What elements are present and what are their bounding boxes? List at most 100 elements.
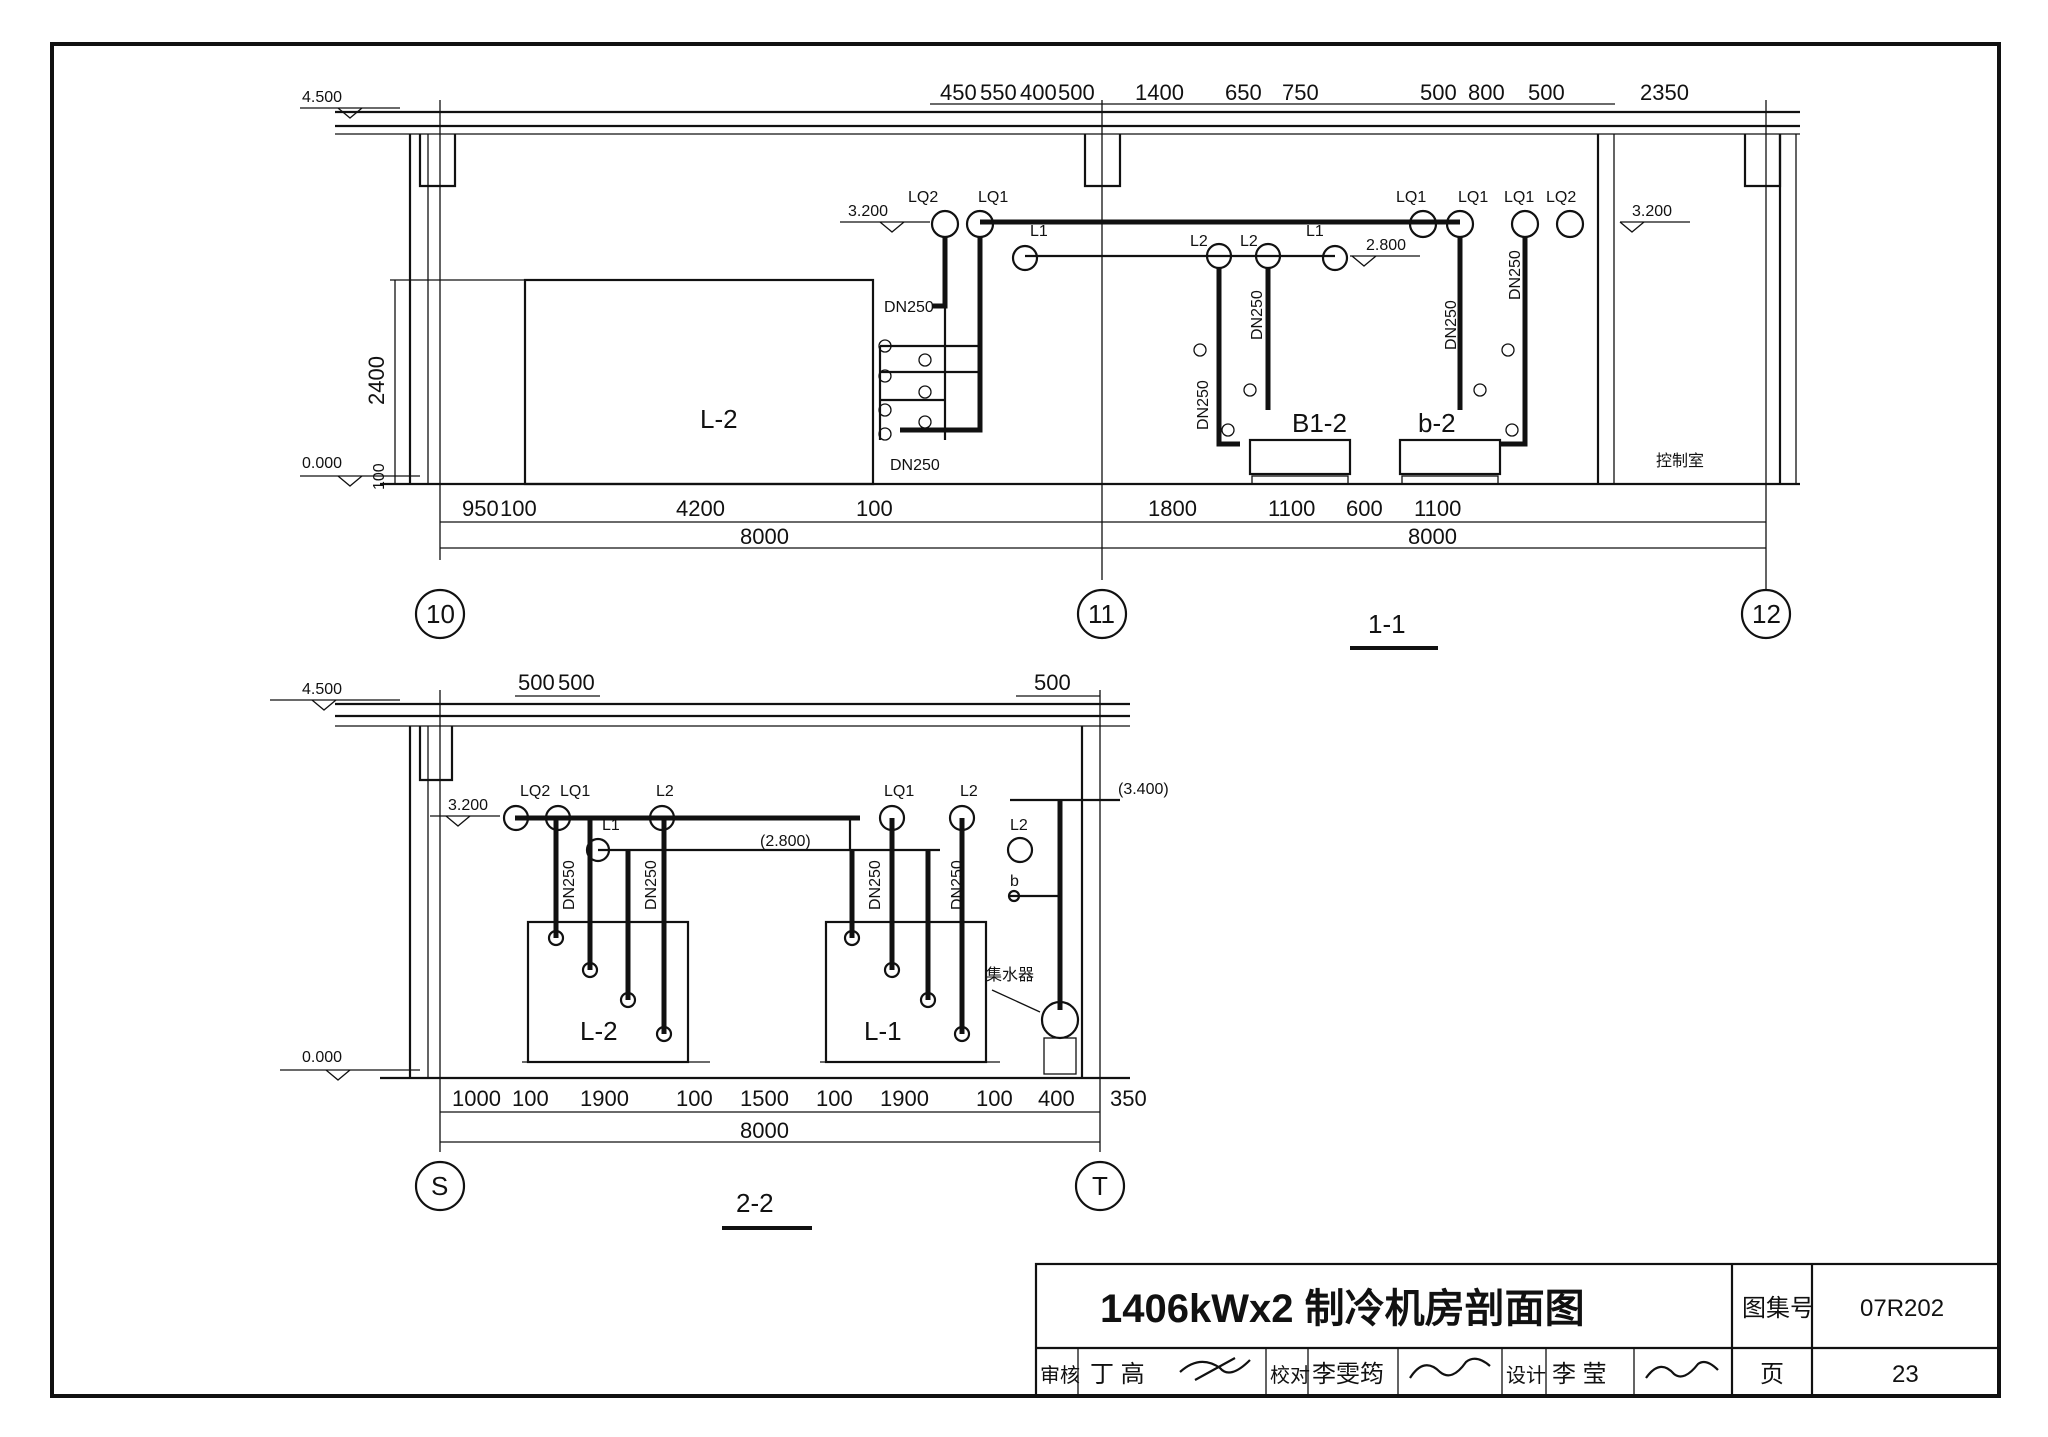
tag-l1-1: L1 bbox=[1030, 223, 1048, 240]
dim2-b-1900a: 1900 bbox=[580, 1086, 629, 1111]
dim2-b-400: 400 bbox=[1038, 1086, 1075, 1111]
section-2-2: 4.500 0.000 3.200 (2.800) (3.400) L-2 L-… bbox=[270, 670, 1169, 1230]
pipe-lq1b-icon bbox=[1408, 209, 1438, 239]
pipe-lq1-2-icon bbox=[544, 804, 572, 832]
checker: 李雯筠 bbox=[1312, 1361, 1384, 1388]
check-label: 校对 bbox=[1270, 1364, 1310, 1387]
tag2-lq1: LQ1 bbox=[560, 783, 590, 800]
dim-top-450: 450 bbox=[940, 80, 977, 105]
dn-2b: DN250 bbox=[643, 860, 660, 910]
dim-top-500: 500 bbox=[1058, 80, 1095, 105]
design-label: 设计 bbox=[1506, 1364, 1546, 1387]
dn-1c: DN250 bbox=[1195, 380, 1212, 430]
height-2400: 2400 bbox=[364, 356, 389, 405]
page-label: 页 bbox=[1760, 1361, 1784, 1388]
unit-label-1: L-2 bbox=[700, 404, 738, 434]
axis-10-bubble bbox=[414, 588, 466, 640]
tag2-lq2: LQ2 bbox=[520, 783, 550, 800]
axis-12: 12 bbox=[1752, 599, 1781, 629]
drain-b-icon bbox=[1007, 889, 1021, 903]
atlas-label: 图集号 bbox=[1742, 1295, 1814, 1322]
sheet-border bbox=[50, 42, 2001, 1398]
tag2-l1: L1 bbox=[602, 817, 620, 834]
pipe-lq1d-icon bbox=[1510, 209, 1540, 239]
unit-label-2-right: L-1 bbox=[864, 1016, 902, 1046]
dim2-top-500a: 500 bbox=[518, 670, 555, 695]
dim-top-400: 400 bbox=[1020, 80, 1057, 105]
dim-top-2350: 2350 bbox=[1640, 80, 1689, 105]
tag2-b: b bbox=[1010, 873, 1019, 890]
dim2-b-1900b: 1900 bbox=[880, 1086, 929, 1111]
dim-bl-100b: 100 bbox=[856, 496, 893, 521]
tag-lq2-2: LQ2 bbox=[1546, 189, 1576, 206]
dn-1b: DN250 bbox=[890, 457, 940, 474]
pipe-l2-2-icon bbox=[648, 804, 676, 832]
dn-2a: DN250 bbox=[561, 860, 578, 910]
pipe-l1b-icon bbox=[1321, 244, 1349, 272]
dim2-b-100c: 100 bbox=[816, 1086, 853, 1111]
tag-lq1-2: LQ1 bbox=[1396, 189, 1426, 206]
elev-floor-2: 0.000 bbox=[302, 1049, 342, 1066]
dn-2c: DN250 bbox=[867, 860, 884, 910]
dim-bl-950: 950 bbox=[462, 496, 499, 521]
collector-label: 集水器 bbox=[986, 966, 1034, 984]
pump-b-2 bbox=[1398, 438, 1502, 476]
atlas-no: 07R202 bbox=[1860, 1295, 1944, 1322]
axis-10: 10 bbox=[426, 599, 455, 629]
dim-total-left: 8000 bbox=[740, 524, 789, 549]
dim2-top-500b: 500 bbox=[558, 670, 595, 695]
unit-label-2-left: L-2 bbox=[580, 1016, 618, 1046]
dim-bl-4200: 4200 bbox=[676, 496, 725, 521]
page-no: 23 bbox=[1892, 1361, 1919, 1388]
dim-bl-100: 100 bbox=[500, 496, 537, 521]
dn-1d: DN250 bbox=[1249, 290, 1266, 340]
checker-signature bbox=[1409, 1357, 1491, 1379]
pipe-l2-2c-icon bbox=[1006, 836, 1034, 864]
tag-lq1-1: LQ1 bbox=[978, 189, 1008, 206]
reviewer-signature bbox=[1179, 1357, 1251, 1381]
dim-br-600: 600 bbox=[1346, 496, 1383, 521]
pipe-l2-2b-icon bbox=[948, 804, 976, 832]
pipe-lq2b-icon bbox=[1555, 209, 1585, 239]
height-100: 100 bbox=[371, 463, 388, 490]
axis-12-bubble bbox=[1740, 588, 1792, 640]
elev-mid-2: (2.800) bbox=[760, 833, 811, 850]
dim-top-500c: 500 bbox=[1528, 80, 1565, 105]
tag2-l2b: L2 bbox=[960, 783, 978, 800]
elev-pipe-left-1: 3.200 bbox=[848, 203, 888, 220]
section-name-2-2: 2-2 bbox=[736, 1188, 774, 1218]
pipe-l1-icon bbox=[1011, 244, 1039, 272]
axis-11: 11 bbox=[1088, 599, 1115, 629]
dim2-top-1000: 500 bbox=[1034, 670, 1071, 695]
elev-floor-1: 0.000 bbox=[302, 455, 342, 472]
dn-1e: DN250 bbox=[1443, 300, 1460, 350]
designer-signature bbox=[1645, 1360, 1719, 1379]
tag2-l2c: L2 bbox=[1010, 817, 1028, 834]
elev-pipe-mid-1: 2.800 bbox=[1366, 237, 1406, 254]
section-name-1-1: 1-1 bbox=[1368, 609, 1406, 639]
tag-lq1-3: LQ1 bbox=[1458, 189, 1488, 206]
tag-l2-1: L2 bbox=[1190, 233, 1208, 250]
review-label: 审核 bbox=[1040, 1364, 1080, 1387]
dim2-b-100b: 100 bbox=[676, 1086, 713, 1111]
tag-l2-2: L2 bbox=[1240, 233, 1258, 250]
dim-top-650: 650 bbox=[1225, 80, 1262, 105]
dim2-b-1500: 1500 bbox=[740, 1086, 789, 1111]
axis-11-bubble bbox=[1076, 588, 1128, 640]
dim2-total: 8000 bbox=[740, 1118, 789, 1143]
dn-1f: DN250 bbox=[1507, 250, 1524, 300]
dim-total-right: 8000 bbox=[1408, 524, 1457, 549]
dn-2d: DN250 bbox=[949, 860, 966, 910]
dim-top-550: 550 bbox=[980, 80, 1017, 105]
title-block: 1406kWx2 制冷机房剖面图 图集号 07R202 页 23 审核 丁 高 … bbox=[1034, 1262, 2001, 1398]
dim-top-500b: 500 bbox=[1420, 80, 1457, 105]
reviewer: 丁 高 bbox=[1090, 1361, 1145, 1388]
tag-lq2-1: LQ2 bbox=[908, 189, 938, 206]
control-room-label: 控制室 bbox=[1656, 452, 1704, 470]
elev-roof-2: 4.500 bbox=[302, 681, 342, 698]
drawing-title: 1406kWx2 制冷机房剖面图 bbox=[1100, 1287, 1585, 1331]
dim2-b-100a: 100 bbox=[512, 1086, 549, 1111]
dim-top-1400: 1400 bbox=[1135, 80, 1184, 105]
axis-t: T bbox=[1092, 1171, 1108, 1201]
